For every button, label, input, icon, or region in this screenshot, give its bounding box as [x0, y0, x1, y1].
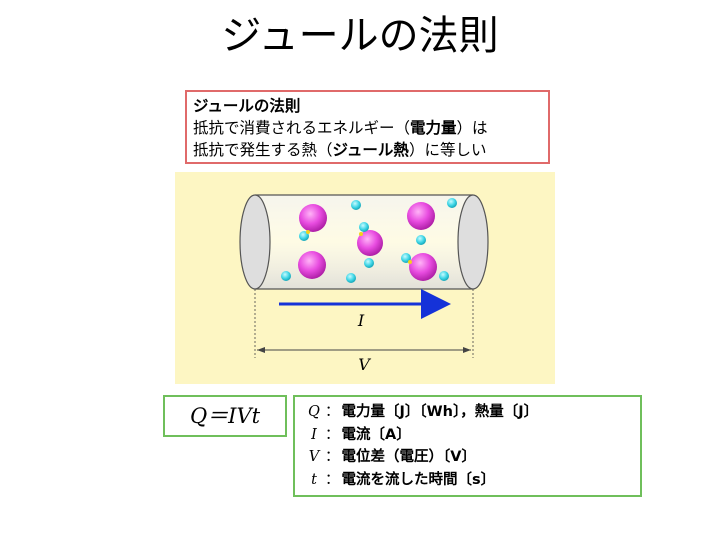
conductor-diagram: I V: [175, 172, 555, 384]
spark-dot: [408, 260, 412, 264]
law-line-2: 抵抗で発生する熱（ジュール熱）に等しい: [193, 141, 487, 159]
law-line-1: 抵抗で消費されるエネルギー（電力量）は: [193, 119, 488, 137]
electron-particle: [401, 253, 411, 263]
electron-particle: [351, 200, 361, 210]
electron-particle: [346, 273, 356, 283]
electron-particle: [281, 271, 291, 281]
ion-particle: [407, 202, 435, 230]
electron-particle: [364, 258, 374, 268]
current-label: I: [357, 311, 365, 330]
law-heading: ジュールの法則: [193, 97, 301, 115]
electron-particle: [359, 222, 369, 232]
electron-particle: [416, 235, 426, 245]
legend-row-i: I：電流〔A〕: [311, 426, 411, 443]
electron-particle: [439, 271, 449, 281]
symbol-legend: Q：電力量〔J〕〔Wh〕，熱量〔J〕 I：電流〔A〕 V：電位差（電圧）〔V〕 …: [293, 395, 642, 497]
slide-title: ジュールの法則: [221, 13, 499, 59]
ion-particle: [298, 251, 326, 279]
legend-row-v: V：電位差（電圧）〔V〕: [308, 449, 476, 465]
spark-dot: [359, 232, 363, 236]
law-statement-box: ジュールの法則 抵抗で消費されるエネルギー（電力量）は 抵抗で発生する熱（ジュー…: [185, 90, 550, 164]
tube-right-end: [457, 194, 489, 290]
tube-left-end: [239, 194, 271, 290]
spark-dot: [306, 230, 310, 234]
conductor-illustration: I V: [239, 194, 489, 374]
particles: [281, 198, 457, 283]
ion-particle: [357, 230, 383, 256]
ion-particle: [409, 253, 437, 281]
formula-box: Q＝IVt: [163, 395, 287, 437]
legend-row-q: Q：電力量〔J〕〔Wh〕，熱量〔J〕: [308, 404, 539, 420]
ion-particle: [299, 204, 327, 232]
electron-particle: [447, 198, 457, 208]
legend-row-t: t：電流を流した時間〔s〕: [311, 471, 496, 488]
voltage-label: V: [358, 355, 371, 374]
electron-particle: [299, 231, 309, 241]
